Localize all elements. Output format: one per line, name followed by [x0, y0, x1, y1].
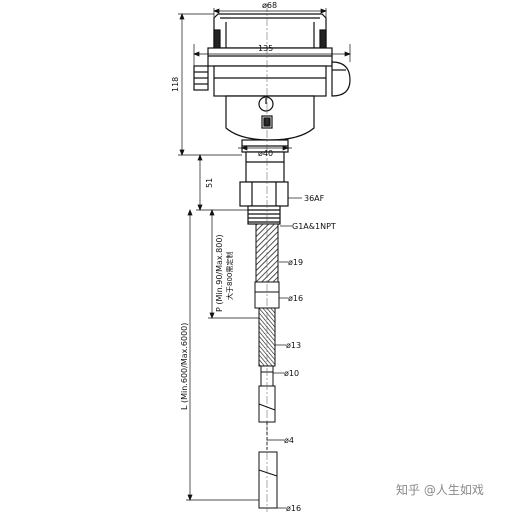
dim-cable-d3: ø13: [286, 341, 301, 350]
dim-neck-diameter: ø40: [258, 149, 273, 158]
dim-cable-d4: ø10: [284, 369, 299, 378]
dim-neck-length: 51: [205, 178, 214, 188]
dim-thread: G1A&1NPT: [292, 222, 336, 231]
housing: [193, 13, 351, 225]
dim-cable-d6: ø16: [286, 504, 301, 513]
dim-probe-length: L (Min.600/Max.6000): [180, 323, 189, 410]
dim-cable-d2: ø16: [288, 294, 303, 303]
dim-hex-size: 36AF: [304, 194, 325, 203]
dim-top-diameter: ø68: [262, 1, 277, 10]
dim-height: 118: [171, 77, 180, 92]
dim-cable-d1: ø19: [288, 258, 303, 267]
dim-width: 135: [258, 44, 273, 53]
dim-cable-d5: ø4: [284, 436, 294, 445]
dimension-lines: [178, 8, 351, 509]
dim-insertion-note: 大于800需定制: [225, 252, 234, 300]
dim-insertion-length: P (Min.90/Max.800): [215, 234, 224, 312]
watermark: 知乎 @人生如戏: [396, 482, 484, 497]
probe-cable: [254, 4, 280, 512]
